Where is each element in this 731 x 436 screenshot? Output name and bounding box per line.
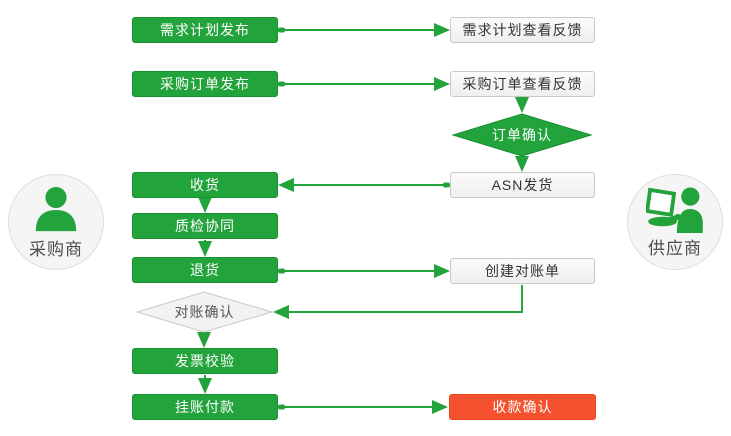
node-po-feedback: 采购订单查看反馈 [450,71,595,97]
diamond-shape [136,291,273,333]
diamond-shape [452,113,592,157]
connector-tail-nub [443,182,450,188]
actor-buyer-label: 采购商 [29,240,83,259]
node-statement-confirm: 对账确认 [136,291,273,333]
connector-tail-nub [278,404,285,410]
diamond-label: 对账确认 [174,304,235,320]
node-asn-ship: ASN发货 [450,172,595,198]
person-icon [31,186,81,234]
node-invoice-verify: 发票校验 [132,348,278,374]
connector-tail-nub [278,27,285,33]
node-create-statement: 创建对账单 [450,258,595,284]
node-booked-payment: 挂账付款 [132,394,278,420]
node-demand-plan-feedback: 需求计划查看反馈 [450,17,595,43]
node-order-confirm: 订单确认 [452,113,592,157]
actor-supplier-label: 供应商 [648,239,702,258]
connector-tail-nub [278,81,285,87]
node-receipt-confirm: 收款确认 [449,394,596,420]
actor-buyer: 采购商 [8,174,104,270]
node-return-goods: 退货 [132,257,278,283]
node-po-publish: 采购订单发布 [132,71,278,97]
actor-supplier: 供应商 [627,174,723,270]
node-quality-collab: 质检协同 [132,213,278,239]
node-receive-goods: 收货 [132,172,278,198]
person-laptop-icon [645,187,704,233]
connector-line [273,285,523,319]
connector-tail-nub [278,268,285,274]
diamond-label: 订单确认 [492,127,552,143]
node-demand-plan-publish: 需求计划发布 [132,17,278,43]
